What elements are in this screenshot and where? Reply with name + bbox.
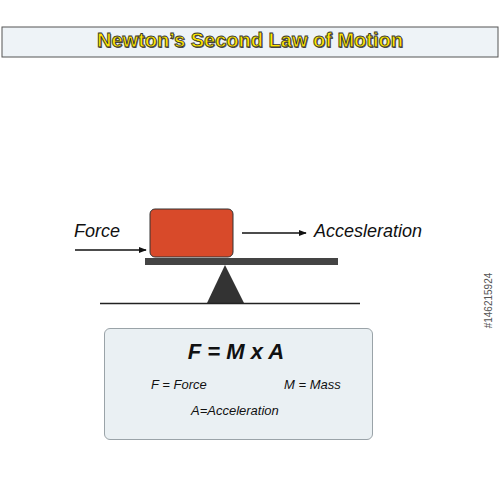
formula-term: A=Acceleration	[191, 403, 279, 418]
watermark: #146215924	[484, 272, 495, 328]
block	[150, 209, 233, 257]
force-arrow	[75, 249, 146, 251]
acceleration-arrow	[242, 232, 306, 234]
formula-box: F = M x A F = Force M = MassA=Acceleration	[104, 328, 373, 440]
formula: F = M x A	[105, 339, 367, 365]
acceleration-label: Accesleration	[314, 221, 422, 242]
formula-term: F = Force	[151, 377, 207, 392]
title: Newton’s Second Law of Motion	[0, 29, 500, 52]
ground-line	[100, 303, 360, 305]
force-label: Force	[74, 221, 120, 242]
plank	[145, 258, 338, 265]
formula-term: M = Mass	[284, 377, 341, 392]
fulcrum	[207, 265, 244, 303]
